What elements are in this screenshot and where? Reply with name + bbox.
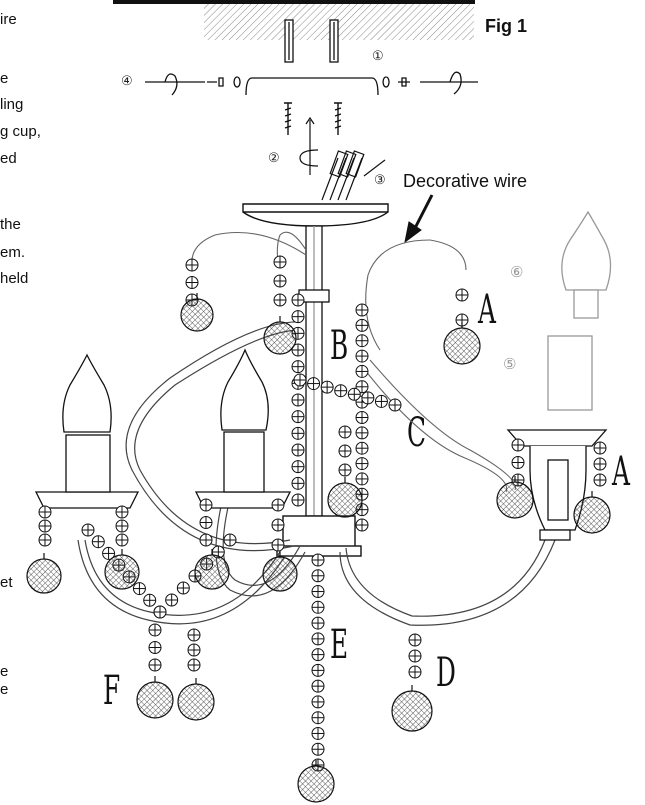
- chain-cup-1-right: [115, 505, 129, 547]
- decorative-wire-callout: Decorative wire: [403, 171, 528, 191]
- canopy: [242, 203, 389, 227]
- step-marker-3: ③: [374, 172, 386, 187]
- center-stem: [298, 225, 330, 517]
- part-letter-a-right: A: [612, 449, 630, 495]
- ceiling-anchors: [284, 19, 339, 63]
- text-fragment-4: g cup,: [0, 123, 41, 140]
- chain-cup-2-left: [199, 498, 213, 547]
- step-marker-1: ①: [372, 48, 384, 63]
- pendant-f-2: [177, 678, 215, 721]
- chain-a-right-left: [511, 438, 525, 487]
- part-letter-d: D: [436, 650, 456, 696]
- pendant-upper-left-1: [180, 293, 214, 332]
- pendant-a-right-right: [573, 491, 611, 534]
- text-fragment-5: ed: [0, 150, 17, 167]
- step-marker-5: ⑤: [503, 356, 517, 373]
- pendant-a-upper: [443, 322, 481, 365]
- wire-connectors: [321, 150, 386, 201]
- chain-b-left: [291, 293, 305, 507]
- rotation-arrow: [299, 116, 319, 175]
- chain-upper-left-2: [273, 255, 287, 307]
- part-letter-e: E: [330, 622, 349, 668]
- text-fragment-10: e: [0, 663, 9, 680]
- text-fragment-1: ire: [0, 11, 17, 28]
- crystal-pendants: [26, 293, 611, 803]
- pendant-cup-1-left: [26, 553, 62, 594]
- part-letter-a-upper: A: [478, 287, 496, 333]
- text-fragment-7: em.: [0, 244, 26, 261]
- central-hub: [276, 515, 362, 557]
- socket-right: [529, 446, 587, 541]
- pendant-cup-1-right: [104, 549, 140, 590]
- text-fragment-2: e: [0, 70, 9, 87]
- chain-d: [408, 633, 422, 679]
- pendant-d: [391, 685, 433, 732]
- chain-f-drop-1: [148, 623, 162, 672]
- chain-e: [311, 553, 325, 772]
- text-fragment-9: et: [0, 574, 13, 591]
- pendant-cup-2-left: [194, 549, 230, 590]
- chain-center-drop: [338, 425, 352, 477]
- pendant-center: [327, 477, 363, 518]
- step-marker-6: ⑥: [510, 264, 524, 281]
- chain-f-drop-2: [187, 628, 201, 672]
- text-fragment-3: ling: [0, 96, 24, 113]
- pendant-a-right-left: [496, 476, 534, 519]
- chain-cup-1-left: [38, 505, 52, 547]
- text-fragment-6: the: [0, 216, 21, 233]
- pendant-e: [297, 760, 335, 803]
- text-fragment-11: e: [0, 681, 9, 698]
- step-marker-2: ②: [268, 150, 280, 165]
- pendant-upper-left-2: [263, 316, 297, 355]
- part-letter-f: F: [103, 668, 121, 714]
- candle-sleeves: [65, 335, 593, 493]
- screws: [284, 102, 342, 135]
- pendant-cup-2-right: [262, 551, 298, 592]
- bulbs: [62, 210, 612, 433]
- chain-center-swag: [293, 373, 402, 412]
- pendant-f-1: [136, 676, 174, 719]
- part-letter-b: B: [330, 323, 349, 369]
- chain-a-right-right: [593, 441, 607, 487]
- step-marker-4: ④: [121, 73, 133, 88]
- text-fragment-8: held: [0, 270, 29, 287]
- ceiling: [113, 0, 475, 40]
- chain-cup-2-right: [271, 498, 285, 552]
- callout-arrow: [404, 194, 434, 244]
- figure-label: Fig 1: [485, 16, 528, 36]
- chain-a-upper: [455, 288, 469, 327]
- mounting-bracket: [145, 71, 478, 96]
